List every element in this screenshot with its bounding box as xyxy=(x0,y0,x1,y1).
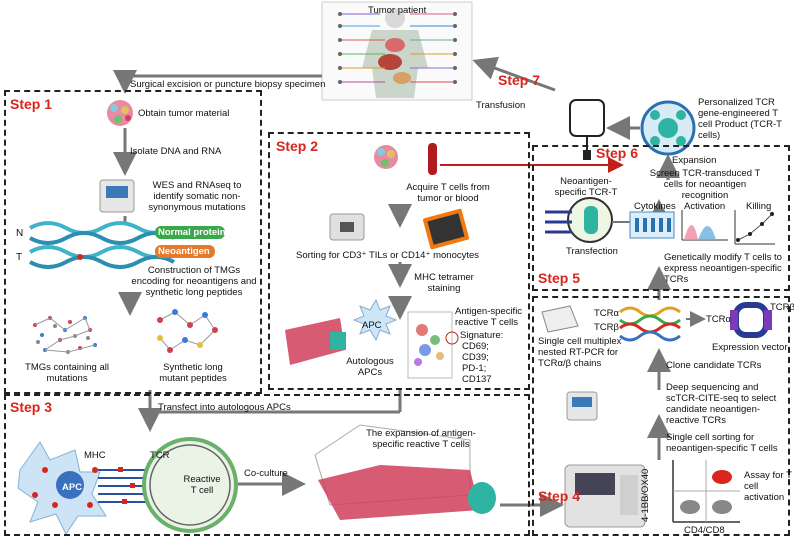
tcrb2-label: TCRβ xyxy=(770,302,794,313)
neoantigen-label: Neoantigen xyxy=(158,246,210,257)
tcra2-label: TCRα xyxy=(706,314,732,325)
dna-helix-icon xyxy=(29,221,175,269)
cell-sorter-icon xyxy=(329,213,365,241)
apc3-label: APC xyxy=(62,482,83,493)
marker-cd39: CD39; xyxy=(462,352,489,363)
culture-flask-icon xyxy=(285,318,346,365)
well-plate-icon xyxy=(422,208,470,250)
step7-label: Step 7 xyxy=(498,72,541,88)
step5-label: Step 5 xyxy=(538,270,581,286)
marker-pd1: PD-1; xyxy=(462,363,487,374)
step2-box xyxy=(268,132,530,390)
marker-cd69: CD69; xyxy=(462,341,489,352)
tmgs-all-label: TMGs containing all mutations xyxy=(25,362,109,384)
step1-box xyxy=(4,90,262,394)
deepseq-label: Deep sequencing and scTCR-CITE-seq to se… xyxy=(666,382,777,426)
tcr3-label: TCR xyxy=(150,450,170,461)
surgical-label: Surgical excision or puncture biopsy spe… xyxy=(130,79,326,90)
ag-specific-label: Antigen-specific reactive T cells xyxy=(455,306,523,328)
tcr-mhc-binding-icon xyxy=(98,467,150,504)
slp-label: Synthetic long mutant peptides xyxy=(159,362,227,384)
expression-vector-label: Expression vector xyxy=(712,342,788,353)
step1-label: Step 1 xyxy=(10,96,53,112)
coculture-label: Co-culture xyxy=(244,468,288,479)
tumor-tissue-icon-2 xyxy=(374,145,398,169)
n-label: N xyxy=(16,228,24,239)
reactive-t-cell-icon xyxy=(142,437,238,533)
signature-label: Signature: xyxy=(460,330,504,341)
tumor-tissue-icon xyxy=(107,100,133,126)
tcra-label: TCRα xyxy=(594,308,620,319)
isolate-label: Isolate DNA and RNA xyxy=(130,146,222,157)
transfection-cell-icon xyxy=(545,197,613,243)
normal-protein-label: Normal protein xyxy=(158,227,226,238)
step6-label: Step 6 xyxy=(596,145,639,161)
activation-histogram-icon xyxy=(681,210,728,241)
infusion-bag-icon xyxy=(569,99,605,160)
t-label: T xyxy=(16,252,23,263)
marker-cd137: CD137 xyxy=(462,374,492,385)
apc-dendritic-cell-icon xyxy=(17,441,107,535)
apc-cell-icon xyxy=(352,298,398,342)
patient-label: Tumor patient xyxy=(368,5,427,16)
expansion6-label: Expansion xyxy=(672,155,717,166)
activation-label: Activation xyxy=(684,201,726,212)
sorting-label: Sorting for CD3⁺ TILs or CD14⁺ monocytes xyxy=(296,250,480,261)
tmg-molecule-icon xyxy=(33,316,97,354)
transfection-label: Transfection xyxy=(566,246,618,257)
sorter-instrument-icon xyxy=(564,464,646,528)
mhc3-label: MHC xyxy=(84,450,106,461)
step4-box xyxy=(532,296,790,536)
tmg-construction-label: Construction of TMGs encoding for neoant… xyxy=(131,265,257,298)
flow-plot-icon xyxy=(407,311,459,379)
expression-vector-icon xyxy=(730,302,772,338)
killing-plot-icon xyxy=(734,210,775,245)
expansion-flask-icon xyxy=(314,424,496,520)
neo-tcr-t-label: Neoantigen-specific TCR-T xyxy=(554,176,618,198)
obtain-label: Obtain tumor material xyxy=(138,108,230,119)
reactive-t-cell-label: Reactive T cell xyxy=(183,474,221,496)
clone-label: Clone candidate TCRs xyxy=(666,360,762,371)
step4-label: Step 4 xyxy=(538,488,581,504)
tcr-t-product-icon xyxy=(640,100,696,156)
transfect-label: Transfect into autologous APCs xyxy=(158,402,291,413)
product-label: Personalized TCR gene-engineered T cell … xyxy=(698,97,782,141)
sequencer-icon-2 xyxy=(566,391,598,421)
peptide-molecule-icon xyxy=(157,309,218,353)
wes-label: WES and RNAseq to identify somatic non-s… xyxy=(148,180,246,213)
mhc-tetramer-label: MHC tetramer staining xyxy=(414,272,474,294)
tcr-helix-icon xyxy=(619,306,681,342)
step2-label: Step 2 xyxy=(276,138,319,154)
genetically-modify-label: Genetically modify T cells to express ne… xyxy=(664,252,782,285)
killing-label: Killing xyxy=(746,201,772,212)
cytokine-wells-icon xyxy=(629,211,675,239)
cytokines-label: Cytokines xyxy=(634,201,676,212)
assay-ylabel: 4-1BB/OX40 xyxy=(640,468,651,522)
step5-box xyxy=(532,145,790,291)
single-cell-sort-label: Single cell sorting for neoantigen-speci… xyxy=(666,432,778,454)
rtpcr-label: Single cell multiplex nested RT-PCR for … xyxy=(538,336,622,369)
acquire-label: Acquire T cells from tumor or blood xyxy=(406,182,490,204)
activation-assay-plot xyxy=(672,460,740,523)
apc-label: APC xyxy=(362,320,382,331)
tcrb-label: TCRβ xyxy=(594,322,619,333)
step3-box xyxy=(4,394,530,536)
autologous-apcs-label: Autologous APCs xyxy=(346,356,394,378)
step3-label: Step 3 xyxy=(10,399,53,415)
transfusion-label: Transfusion xyxy=(476,100,526,111)
expansion-reactive-label: The expansion of antigen-specific reacti… xyxy=(366,428,476,450)
screen-label: Screen TCR-transduced T cells for neoant… xyxy=(649,168,761,201)
assay-xlabel: CD4/CD8 xyxy=(684,525,725,536)
assay-label: Assay for T cell activation xyxy=(744,470,792,503)
patient-figure xyxy=(321,1,473,101)
pcr-plate-icon xyxy=(541,305,579,333)
sequencer-icon xyxy=(99,179,135,213)
